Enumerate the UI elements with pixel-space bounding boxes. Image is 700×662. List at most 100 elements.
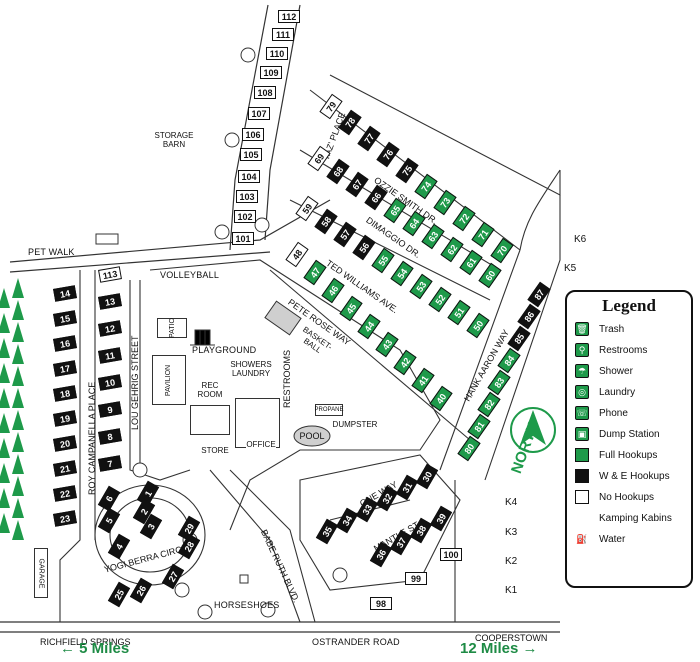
direction-left-town: RICHFIELD SPRINGS: [40, 637, 131, 647]
tree-icon: [12, 322, 24, 342]
trash-icon: 🗑: [575, 322, 589, 336]
legend-item: ⚲Restrooms: [575, 341, 647, 359]
direction-left-miles: ← 5 Miles: [60, 640, 130, 657]
site-101[interactable]: 101: [232, 232, 254, 245]
kabin-k6: K6: [574, 234, 587, 245]
tree-icon: [12, 344, 24, 364]
legend-item: Kamping Kabins: [575, 509, 672, 527]
site-108[interactable]: 108: [254, 86, 276, 99]
legend-label: Full Hookups: [599, 449, 658, 461]
bush-icon: [260, 602, 276, 618]
restrooms-label: RESTROOMS: [282, 349, 292, 408]
site-102[interactable]: 102: [234, 210, 256, 223]
rec-room-building: [190, 405, 230, 435]
site-104[interactable]: 104: [238, 170, 260, 183]
horseshoes-label: HORSESHOES: [214, 600, 280, 610]
phone-icon: ☏: [575, 406, 589, 420]
tree-icon: [0, 488, 10, 508]
site-109[interactable]: 109: [260, 66, 282, 79]
full-hookups-swatch: [575, 448, 589, 462]
site-99[interactable]: 99: [405, 572, 427, 585]
direction-right-town: COOPERSTOWN: [475, 633, 548, 643]
tree-icon: [12, 498, 24, 518]
legend-item: W & E Hookups: [575, 467, 670, 485]
site-105[interactable]: 105: [240, 148, 262, 161]
dump-station-icon: ▣: [575, 427, 589, 441]
kabin-k5: K5: [564, 263, 577, 274]
legend-label: Water: [599, 533, 626, 545]
legend-item: ⛽ Water: [575, 530, 625, 548]
pavilion-building: PAVILION: [152, 355, 186, 405]
tree-icon: [0, 313, 10, 333]
bush-icon: [254, 217, 270, 233]
bush-icon: [224, 132, 240, 148]
legend-item: No Hookups: [575, 488, 654, 506]
tree-icon: [0, 463, 10, 483]
volleyball-label: VOLLEYBALL: [160, 270, 220, 280]
bush-icon: [174, 582, 190, 598]
garage-building: GARAGE: [34, 548, 48, 598]
garage-label: GARAGE: [37, 558, 45, 588]
kabin-k3: K3: [505, 527, 518, 538]
tree-icon: [0, 388, 10, 408]
tree-icon: [12, 366, 24, 386]
legend-label: Kamping Kabins: [599, 512, 672, 524]
tree-icon: [12, 410, 24, 430]
tree-icon: [0, 413, 10, 433]
road-ostrander: OSTRANDER ROAD: [312, 637, 400, 647]
no-hookups-swatch: [575, 490, 589, 504]
legend-label: W & E Hookups: [599, 470, 670, 482]
site-100[interactable]: 100: [440, 548, 462, 561]
site-98[interactable]: 98: [370, 597, 392, 610]
tree-icon: [0, 363, 10, 383]
tree-icon: [12, 454, 24, 474]
tree-icon: [12, 476, 24, 496]
tree-icon: [0, 288, 10, 308]
store-label: STORE: [195, 440, 235, 460]
shower-icon: ☂: [575, 364, 589, 378]
pet-walk-label: PET WALK: [28, 247, 75, 257]
right-miles-text: 12 Miles: [460, 640, 519, 657]
site-112[interactable]: 112: [278, 10, 300, 23]
site-107[interactable]: 107: [248, 107, 270, 120]
bush-icon: [240, 47, 256, 63]
tree-icon: [12, 520, 24, 540]
legend-item: 🗑Trash: [575, 320, 624, 338]
legend-label: Phone: [599, 407, 628, 419]
legend-item: Full Hookups: [575, 446, 657, 464]
pool-label: POOL: [299, 430, 325, 441]
site-106[interactable]: 106: [242, 128, 264, 141]
bush-icon: [132, 462, 148, 478]
site-103[interactable]: 103: [236, 190, 258, 203]
legend-label: Dump Station: [599, 428, 660, 440]
legend-item: ◎Laundry: [575, 383, 635, 401]
site-111[interactable]: 111: [272, 28, 294, 41]
office-label: OFFICE: [246, 437, 276, 451]
legend-item: ☏ Phone: [575, 404, 628, 422]
kabin-k4: K4: [505, 497, 518, 508]
patio-building: PATIO: [157, 318, 187, 338]
tree-icon: [12, 432, 24, 452]
kabin-k1: K1: [505, 585, 518, 596]
kabin-k2: K2: [505, 556, 518, 567]
legend-item: ☂Shower: [575, 362, 633, 380]
tree-icon: [12, 278, 24, 298]
restrooms-icon: ⚲: [575, 343, 589, 357]
showers-laundry-label: SHOWERS LAUNDRY: [226, 358, 276, 380]
playground-label: PLAYGROUND: [192, 345, 257, 355]
legend-title: Legend: [602, 296, 656, 315]
bush-icon: [197, 604, 213, 620]
tree-icon: [12, 388, 24, 408]
we-hookups-swatch: [575, 469, 589, 483]
tree-icon: [0, 338, 10, 358]
bush-icon: [332, 567, 348, 583]
legend-item: ▣ Dump Station: [575, 425, 660, 443]
propane-label: PROPANE: [315, 404, 343, 416]
road-roy-campanella: ROY CAMPANELLA PLACE: [87, 381, 97, 495]
left-miles-text: 5 Miles: [79, 640, 130, 657]
site-110[interactable]: 110: [266, 47, 288, 60]
water-icon: ⛽: [576, 533, 588, 544]
road-lou-gehrig: LOU GEHRIG STREET: [130, 335, 140, 430]
storage-barn-label: STORAGE BARN: [150, 128, 198, 152]
